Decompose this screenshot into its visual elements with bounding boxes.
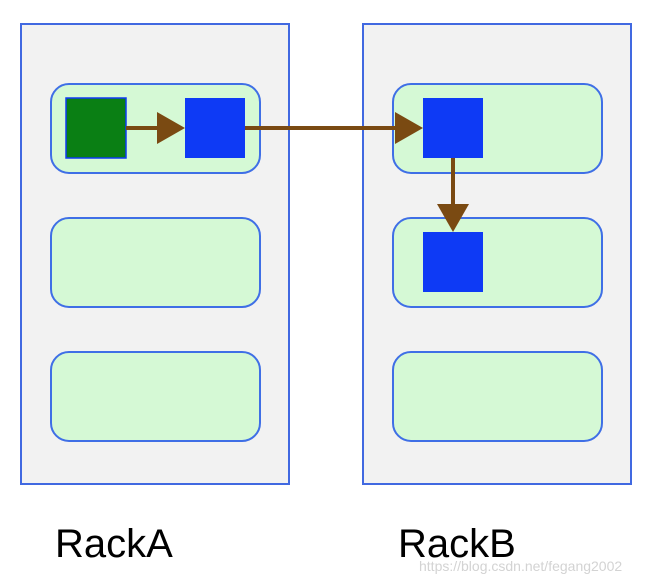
- rack-b: [362, 23, 632, 485]
- rack-b-replica-block-2: [423, 232, 483, 292]
- rack-a-source-block: [65, 97, 127, 159]
- rack-a-replica-block: [185, 98, 245, 158]
- rack-a-label: RackA: [55, 522, 173, 566]
- rack-a-node-3: [50, 351, 261, 442]
- rack-b-node-3: [392, 351, 603, 442]
- rack-b-replica-block-1: [423, 98, 483, 158]
- watermark: https://blog.csdn.net/fegang2002: [419, 558, 622, 574]
- rack-a: [20, 23, 290, 485]
- rack-a-node-2: [50, 217, 261, 308]
- rack-b-label: RackB: [398, 522, 516, 566]
